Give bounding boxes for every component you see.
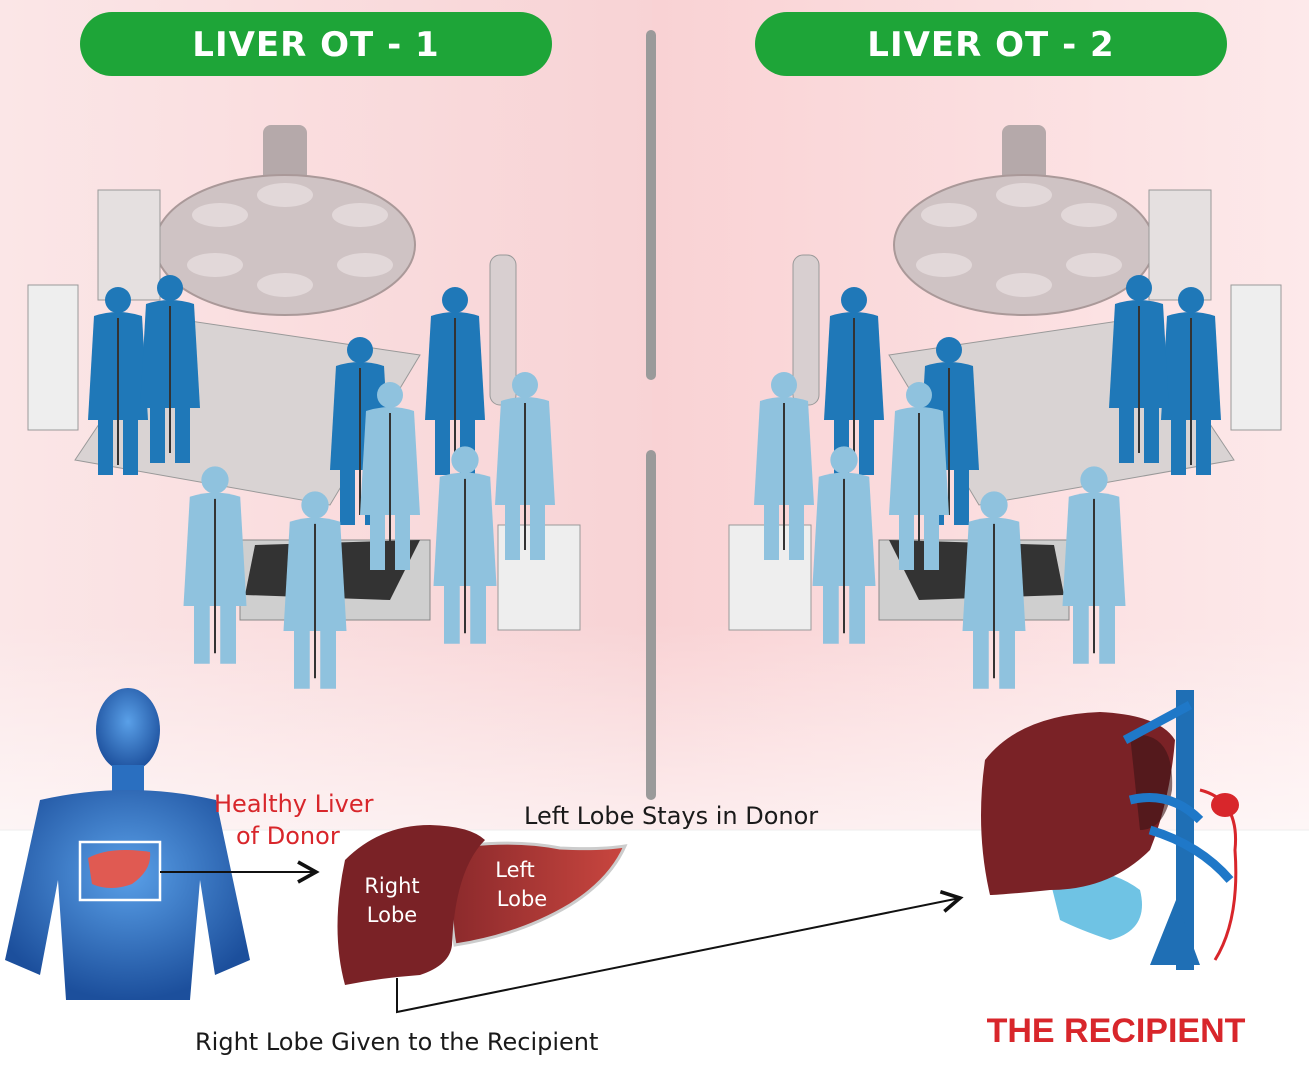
monitor-cart: [1230, 284, 1282, 431]
recipient-label: THE RECIPIENT: [987, 1012, 1246, 1050]
right-lobe-label: Right: [364, 874, 419, 898]
donor-liver-icon: [88, 850, 151, 888]
of-donor-label: of Donor: [236, 822, 340, 850]
ot2-header: LIVER OT - 2: [755, 12, 1227, 76]
right-lobe: [337, 825, 485, 985]
ot1-title: LIVER OT - 1: [192, 25, 439, 65]
ot1-header: LIVER OT - 1: [80, 12, 552, 76]
iv-cylinder: [792, 254, 820, 406]
surgeon-figure: [1109, 275, 1169, 463]
surgeon-figure: [812, 446, 876, 644]
surgeon-figure: [824, 287, 884, 475]
surgeon-figure: [754, 372, 814, 560]
healthy-liver-label: Healthy Liver: [214, 790, 374, 818]
surgeon-figure: [140, 275, 200, 463]
surgeon-figure: [1161, 287, 1221, 475]
surgeon-figure: [183, 466, 247, 664]
surgeon-figure: [283, 491, 347, 689]
donor-liver: Right Lobe Left Lobe: [337, 825, 628, 985]
surgeon-figure: [1062, 466, 1126, 664]
surgeon-figure: [433, 446, 497, 644]
ot2-title: LIVER OT - 2: [867, 25, 1114, 65]
equipment-cabinet: [1148, 189, 1212, 301]
equipment-cabinet: [97, 189, 161, 301]
monitor-cart: [27, 284, 79, 431]
left-lobe-stays-label: Left Lobe Stays in Donor: [524, 802, 818, 830]
operating-room-1-scene: [27, 125, 581, 689]
recipient-liver-illustration: [981, 690, 1239, 970]
operating-room-2-scene: [728, 125, 1282, 689]
right-lobe-given-label: Right Lobe Given to the Recipient: [195, 1028, 598, 1056]
right-lobe-label-2: Lobe: [367, 903, 417, 927]
left-lobe-label-2: Lobe: [497, 887, 547, 911]
surgeon-figure: [88, 287, 148, 475]
iv-cylinder: [489, 254, 517, 406]
arrow-to-recipient: [396, 890, 964, 1014]
donor-body-illustration: [5, 688, 250, 1000]
surgeon-figure: [495, 372, 555, 560]
surgeon-figure: [360, 382, 420, 570]
surgeon-figure: [889, 382, 949, 570]
divider-bottom: [646, 450, 656, 800]
surgeon-figure: [962, 491, 1026, 689]
divider-top: [646, 30, 656, 380]
left-lobe-label: Left: [495, 858, 535, 882]
